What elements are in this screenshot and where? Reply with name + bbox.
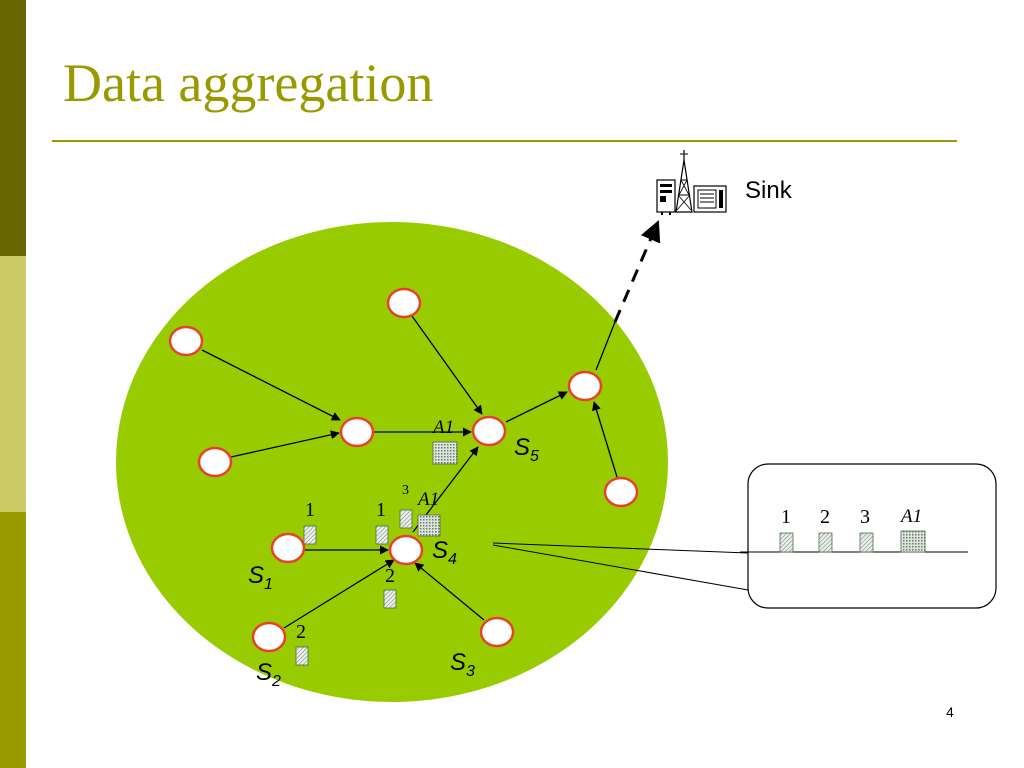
link-n1-s5: [595, 321, 616, 371]
sensor-label-s1: S1: [248, 562, 273, 593]
sensor-label-s4: S4: [432, 537, 457, 568]
sensor-node-left-bottom: [197, 446, 233, 478]
sensor-node-top: [386, 287, 422, 319]
sidebar-band-light: [0, 256, 26, 512]
sensor-label-s2: S2: [256, 659, 281, 690]
callout-label-1: 1: [781, 506, 791, 528]
packet-label-mid-2: 2: [385, 565, 395, 587]
link-s2-s4: [283, 559, 395, 629]
callout-label-a1: A1: [899, 506, 922, 527]
sensor-node-mid: [339, 416, 375, 448]
packet-label-s1: 1: [305, 499, 315, 521]
page-number: 4: [946, 704, 954, 720]
callout-zoom: 1 2 3 A1: [492, 463, 997, 609]
packet-label-s4-1: 1: [376, 499, 386, 521]
packet-s4-1: [375, 525, 389, 545]
callout-packet-a1: [900, 530, 926, 553]
sensor-node-left-top: [168, 325, 204, 357]
packet-s2: [295, 646, 309, 666]
packet-label-s2: 2: [296, 621, 306, 643]
slide-title: Data aggregation: [63, 53, 434, 113]
callout-packet-3: [859, 532, 874, 553]
sidebar-band-mid: [0, 512, 26, 768]
title-divider: [52, 140, 957, 142]
sensor-node-s1: [270, 532, 306, 564]
link-s5-right: [505, 391, 568, 423]
packet-s4-a1: [417, 514, 441, 537]
link-left-bottom-mid: [230, 430, 340, 458]
sidebar-band-dark: [0, 0, 26, 256]
packet-label-s5-a1: A1: [431, 417, 454, 438]
link-bottomright-right: [592, 401, 618, 478]
callout-label-2: 2: [820, 506, 830, 528]
sensor-node-right: [567, 370, 603, 402]
uplink-dashed-arrow: [613, 220, 661, 323]
sensor-node-s3: [479, 616, 515, 648]
link-s3-s4: [414, 562, 485, 621]
sensor-node-s2: [251, 621, 287, 653]
callout-packet-1: [779, 532, 794, 553]
callout-label-3: 3: [860, 506, 870, 528]
sink-label: Sink: [745, 177, 793, 204]
sensor-label-s5: S5: [514, 434, 539, 465]
packet-s4-3: [399, 509, 413, 529]
packet-s5-a1: [432, 441, 458, 465]
sensor-node-s5: [471, 415, 507, 447]
packet-label-s4-a1: A1: [416, 489, 439, 510]
link-left-top-mid: [201, 349, 341, 421]
sensor-node-s4: [388, 534, 424, 566]
sensor-field: [116, 222, 668, 702]
packet-label-s4-3: 3: [402, 483, 409, 498]
packet-mid-2: [383, 589, 397, 609]
callout-packet-2: [818, 532, 833, 553]
sensor-label-s3: S3: [450, 649, 475, 680]
sink-icon: [656, 150, 727, 215]
packet-s1: [303, 525, 317, 545]
sensor-node-bottom-right: [603, 476, 639, 508]
link-top-s5: [411, 315, 483, 415]
